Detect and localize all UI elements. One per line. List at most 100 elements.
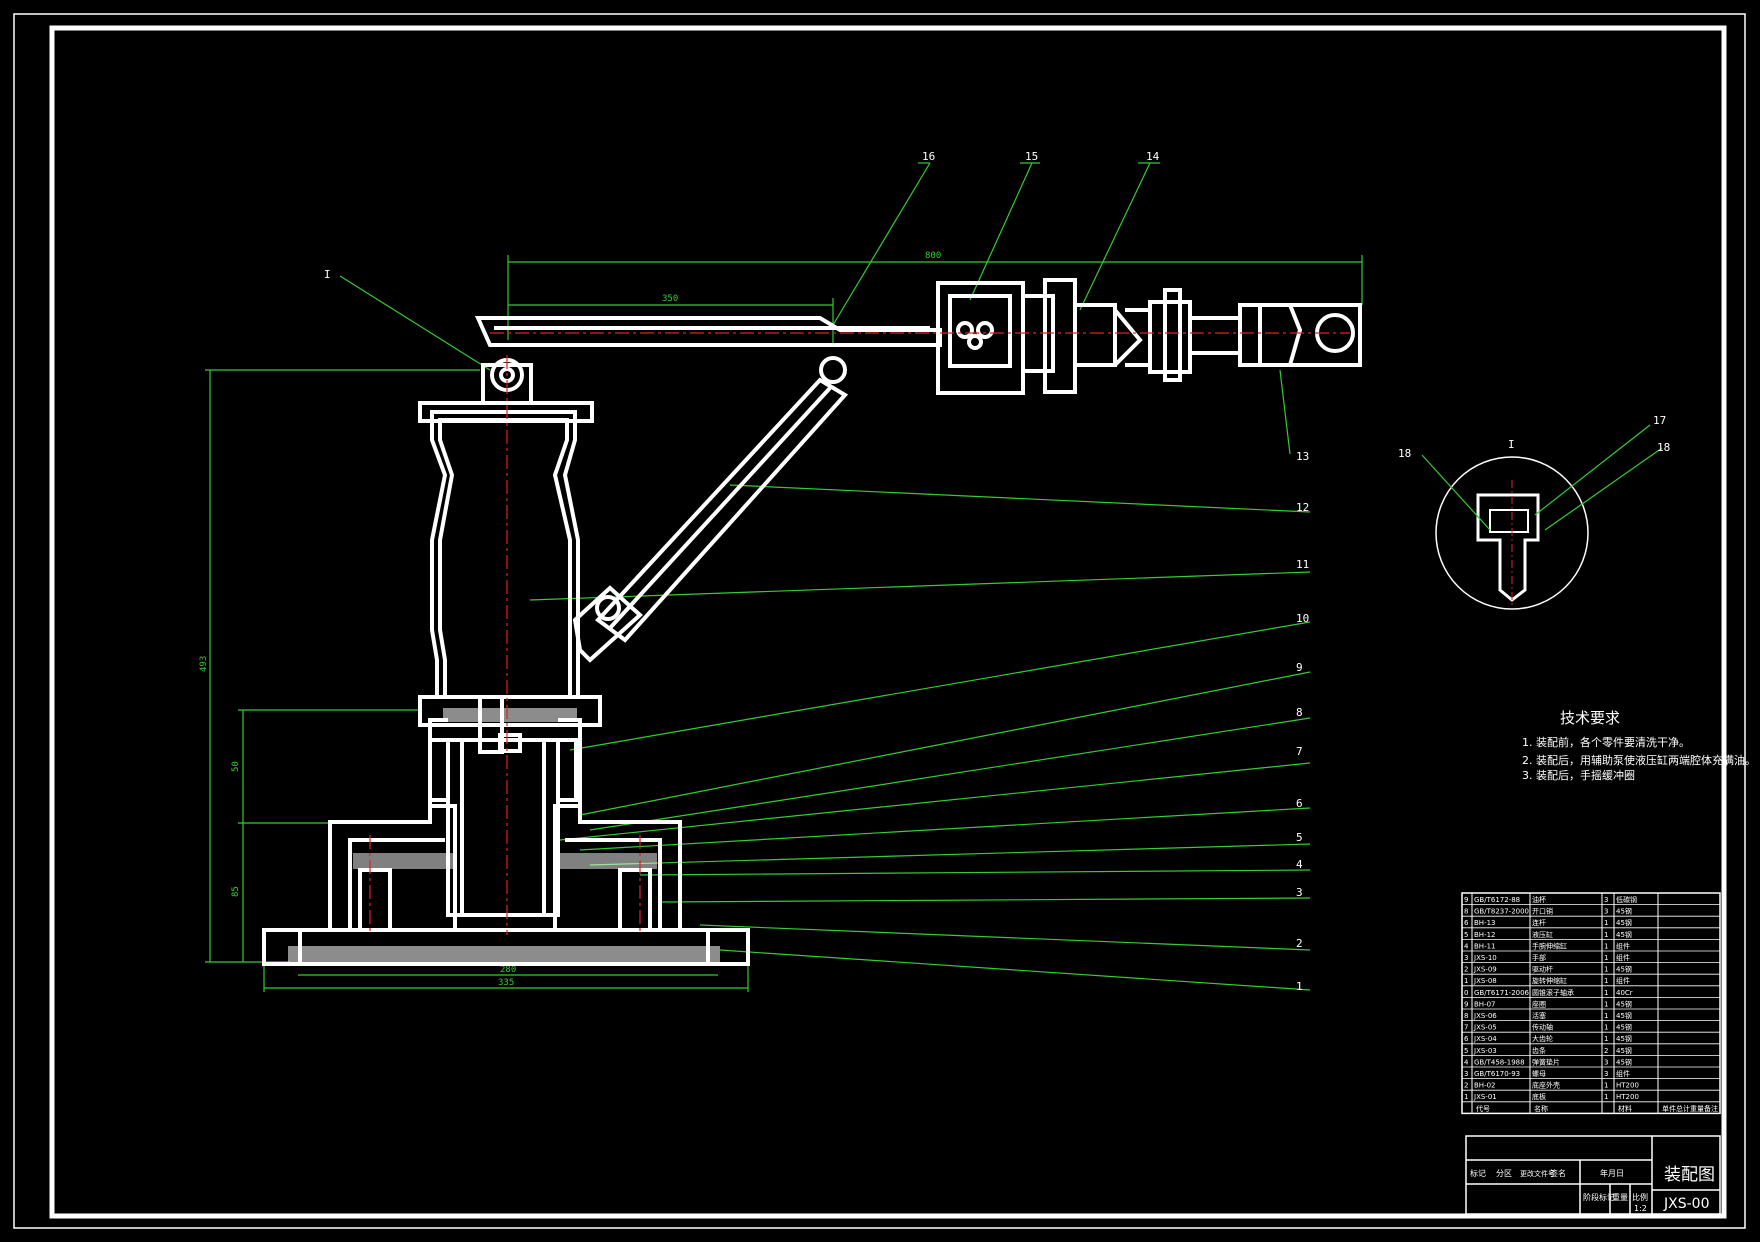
bom-cell: 手腕伸缩缸 [1532, 941, 1567, 950]
bom-cell: 1 [1604, 942, 1608, 950]
detail-callout-17: 17 [1653, 414, 1666, 427]
bom-cell: 45钢 [1616, 907, 1632, 916]
bom-cell: 45钢 [1616, 1046, 1632, 1055]
bom-cell: 3 [1604, 908, 1608, 916]
bom-cell: 6 [1464, 1035, 1469, 1043]
bom-cell: 1 [1604, 1024, 1608, 1032]
bom-cell: GB/T458-1988 [1474, 1058, 1525, 1066]
bom-cell: 45钢 [1616, 1023, 1632, 1032]
bom-cell: 1 [1604, 1093, 1608, 1101]
bom-cell: 3 [1604, 1070, 1608, 1078]
bom-cell: 5 [1464, 931, 1468, 939]
tb-label-1: 分区 [1496, 1169, 1512, 1178]
callout-12: 12 [1296, 501, 1309, 514]
bom-cell: JXS-08 [1473, 977, 1497, 985]
bom-cell: GB/T6172-88 [1474, 896, 1520, 904]
bom-cell: 1 [1604, 1000, 1608, 1008]
bom-cell: 1 [1604, 966, 1608, 974]
bom-cell: 组件 [1616, 1069, 1630, 1078]
bom-cell: 组件 [1616, 976, 1630, 985]
bom-cell: 2 [1464, 966, 1468, 974]
bom-cell: BH-13 [1474, 919, 1496, 927]
bom-cell: JXS-09 [1473, 966, 1497, 974]
detail-label: I [1508, 438, 1515, 451]
bom-cell: 1 [1604, 919, 1608, 927]
tech-title: 技术要求 [1560, 709, 1620, 727]
bom-cell: 1 [1604, 977, 1608, 985]
bom-cell: 活塞 [1532, 1011, 1546, 1020]
dim-h2: 85 [231, 886, 241, 897]
bom-cell: 9 [1464, 1000, 1468, 1008]
bom-cell: 1 [1464, 1093, 1468, 1101]
bom-cell: HT200 [1616, 1093, 1639, 1101]
bom-cell: 45钢 [1616, 1034, 1632, 1043]
detail-callout-18a: 18 [1398, 447, 1411, 460]
bom-cell: JXS-04 [1473, 1035, 1497, 1043]
bom-cell: 1 [1604, 931, 1608, 939]
callout-9: 9 [1296, 661, 1303, 674]
bom-cell: 3 [1604, 1058, 1608, 1066]
tb-label-5: 阶段标记 [1583, 1192, 1615, 1202]
bom-cell: GB/T8237-2000 [1474, 908, 1529, 916]
bom-cell: JXS-10 [1473, 954, 1497, 962]
bom-header-cell: 材料 [1618, 1104, 1632, 1113]
callout-7: 7 [1296, 745, 1303, 758]
bom-cell: 7 [1464, 1024, 1468, 1032]
callout-3: 3 [1296, 886, 1303, 899]
bom-cell: 驱动杆 [1532, 965, 1553, 974]
bom-cell: 传动轴 [1532, 1023, 1553, 1032]
tb-scale: 1:2 [1634, 1204, 1647, 1213]
outer-frame [13, 13, 1746, 1229]
leader-lines [339, 162, 1311, 991]
callout-I: I [324, 268, 331, 281]
bom-cell: 1 [1604, 1035, 1608, 1043]
bom-cell: 5 [1464, 1047, 1468, 1055]
detail-callout-18b: 18 [1657, 441, 1670, 454]
callout-13: 13 [1296, 450, 1309, 463]
callout-16: 16 [922, 150, 935, 163]
bom-cell: 45钢 [1616, 1011, 1632, 1020]
bom-cell: BH-12 [1474, 931, 1496, 939]
bom-cell: 45钢 [1616, 999, 1632, 1008]
bom-header-cell: 名称 [1534, 1104, 1548, 1113]
tech-item-3: 3. 装配后，手摇缓冲圈 [1522, 768, 1635, 782]
tech-requirements: 技术要求 1. 装配前，各个零件要清洗干净。 2. 装配后，用辅助泵使液压缸两端… [1522, 709, 1756, 782]
bom-cell: BH-11 [1474, 942, 1496, 950]
callout-5: 5 [1296, 831, 1303, 844]
bom-header-cell: 单件总计重量 [1662, 1104, 1704, 1113]
tb-label-6: 重量 [1612, 1192, 1628, 1202]
bom-cell: 40Cr [1616, 989, 1633, 997]
callout-11: 11 [1296, 558, 1309, 571]
detail-view-I: I 18 17 18 [1398, 414, 1670, 610]
callout-15: 15 [1025, 150, 1038, 163]
tb-label-4: 年月日 [1600, 1168, 1624, 1178]
callout-14: 14 [1146, 150, 1160, 163]
bom-cell: 连杆 [1532, 918, 1546, 927]
title-code: JXS-00 [1663, 1196, 1709, 1212]
bom-cell: 旋转伸缩缸 [1532, 976, 1567, 985]
bom-cell: JXS-01 [1473, 1093, 1497, 1101]
bom-cell: 座圈 [1532, 999, 1546, 1008]
bom-cell: 底座外壳 [1532, 1081, 1560, 1090]
bom-cell: 2 [1464, 1082, 1468, 1090]
bom-cell: 45钢 [1616, 965, 1632, 974]
bom-cell: 9 [1464, 896, 1468, 904]
tech-item-1: 1. 装配前，各个零件要清洗干净。 [1522, 735, 1690, 749]
bom-cell: 手部 [1532, 953, 1546, 962]
bom-cell: JXS-06 [1473, 1012, 1497, 1020]
bom-cell: JXS-05 [1473, 1024, 1497, 1032]
bom-cell: 4 [1464, 942, 1469, 950]
bom-frame [1461, 892, 1721, 1115]
machine [262, 278, 1362, 966]
callout-10: 10 [1296, 612, 1309, 625]
bom-cell: 0 [1464, 989, 1468, 997]
bom-cell: 1 [1604, 989, 1608, 997]
bom-cell: 圆锥滚子轴承 [1532, 988, 1574, 997]
bom-cell: JXS-03 [1473, 1047, 1497, 1055]
bom-cell: 螺母 [1532, 1069, 1546, 1078]
bom-cell: 45钢 [1616, 930, 1632, 939]
title-name: 装配图 [1664, 1165, 1715, 1185]
bom-cell: 弹簧垫片 [1532, 1057, 1560, 1066]
bom-cell: 8 [1464, 908, 1468, 916]
